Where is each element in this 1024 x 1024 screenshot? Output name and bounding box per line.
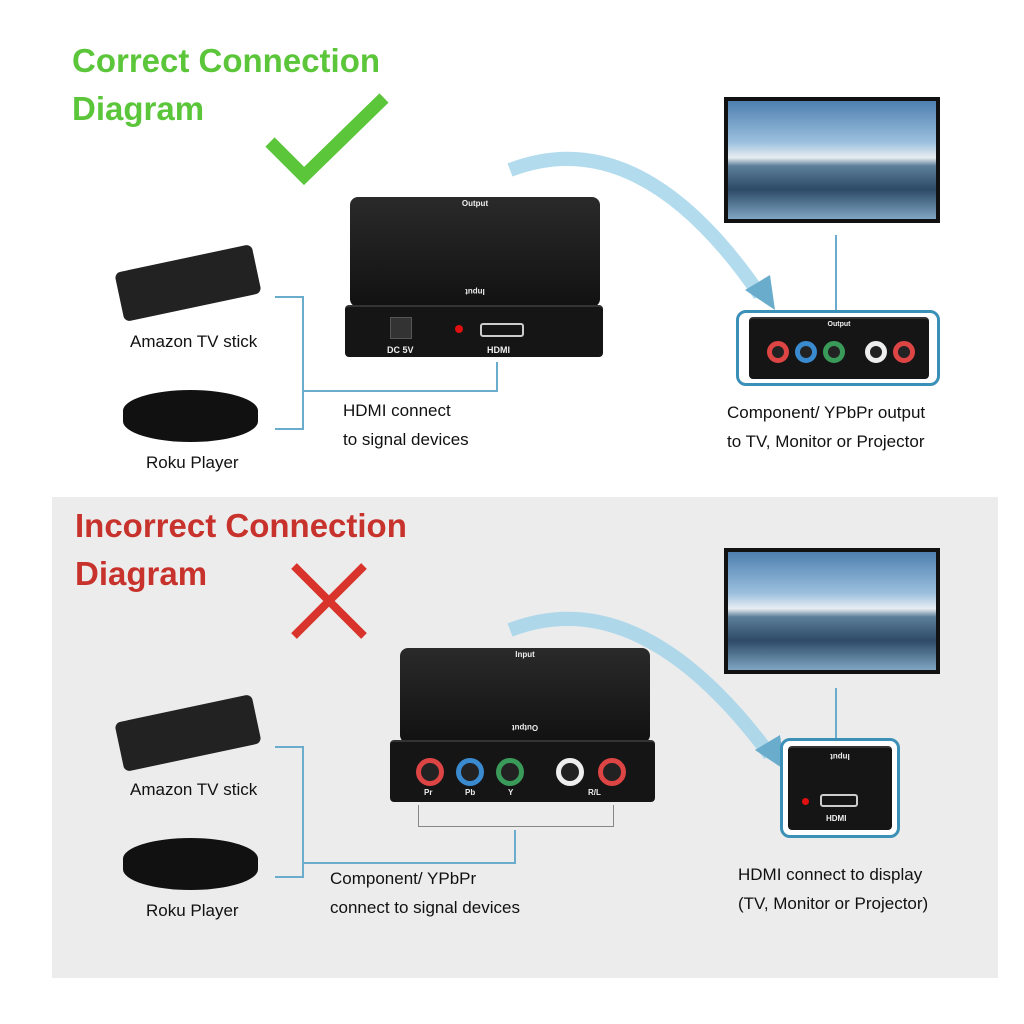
- output-label: Output: [827, 321, 851, 328]
- jack-pr: [767, 341, 789, 363]
- amazon-label: Amazon TV stick: [130, 332, 258, 351]
- port-label: Pr: [424, 788, 433, 797]
- text-line: connect to signal devices: [330, 898, 520, 917]
- input-label: Input: [830, 752, 850, 761]
- text-line: HDMI connect: [343, 401, 451, 420]
- text-line: to signal devices: [343, 430, 469, 449]
- hdmi-display-text: HDMI connect to display (TV, Monitor or P…: [738, 860, 928, 918]
- hdmi-connect-text: HDMI connect to signal devices: [343, 396, 469, 454]
- converter-front: DC 5V HDMI: [345, 305, 603, 357]
- output-label: Output: [461, 199, 489, 208]
- text-line: HDMI connect to display: [738, 865, 923, 884]
- check-icon: [265, 93, 389, 186]
- jack-y: [823, 341, 845, 363]
- component-output-text: Component/ YPbPr output to TV, Monitor or…: [727, 398, 925, 456]
- roku-label: Roku Player: [146, 453, 239, 472]
- cable-bundle: [418, 805, 614, 827]
- cross-icon: [291, 563, 367, 639]
- tv-image: [724, 548, 940, 674]
- component-output-box: Output: [736, 310, 940, 386]
- text-line: Component/ YPbPr output: [727, 403, 926, 422]
- jack-l: [556, 758, 584, 786]
- roku-label: Roku Player: [146, 901, 239, 920]
- hdmi-label: HDMI: [487, 345, 510, 355]
- hdmi-port: [480, 323, 524, 337]
- hdmi-port: [820, 794, 858, 807]
- jack-pb: [795, 341, 817, 363]
- port-label: Y: [508, 788, 514, 797]
- jack-r: [893, 341, 915, 363]
- roku-player-image: [123, 390, 258, 442]
- roku-player-image: [123, 838, 258, 890]
- jack-pb: [456, 758, 484, 786]
- jack-pr: [416, 758, 444, 786]
- converter-hdmi-to-component: Output Input: [350, 197, 600, 307]
- title-line: Correct Connection: [72, 42, 381, 79]
- text-line: Component/ YPbPr: [330, 869, 477, 888]
- jack-l: [865, 341, 887, 363]
- dc-label: DC 5V: [387, 345, 414, 355]
- component-connect-text: Component/ YPbPr connect to signal device…: [330, 864, 520, 922]
- hdmi-input-box: Input HDMI: [780, 738, 900, 838]
- port-label: Pb: [465, 788, 476, 797]
- dc-jack: [390, 317, 412, 339]
- amazon-label: Amazon TV stick: [130, 780, 258, 799]
- hdmi-label: HDMI: [826, 814, 847, 823]
- converter-front: Pr Pb Y R/L: [390, 740, 655, 802]
- jack-r: [598, 758, 626, 786]
- converter-component-to-hdmi: Input Output: [400, 648, 650, 743]
- led-icon: [455, 325, 463, 333]
- tv-image: [724, 97, 940, 223]
- jack-y: [496, 758, 524, 786]
- title-line: Incorrect Connection: [75, 507, 407, 544]
- text-line: (TV, Monitor or Projector): [738, 894, 929, 913]
- title-line: Diagram: [72, 90, 205, 127]
- led-icon: [802, 798, 809, 805]
- text-line: to TV, Monitor or Projector: [727, 432, 925, 451]
- output-label: Output: [511, 723, 539, 732]
- port-label: R/L: [588, 788, 601, 797]
- input-label: Input: [515, 650, 535, 659]
- title-line: Diagram: [75, 555, 208, 592]
